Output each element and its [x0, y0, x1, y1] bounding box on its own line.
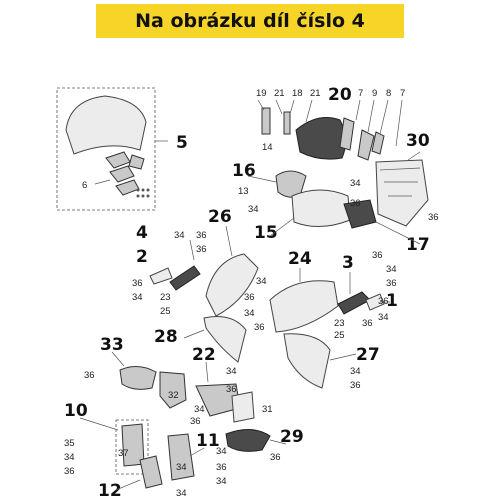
- callout-36q: 36: [216, 462, 227, 473]
- callout-34c: 34: [174, 230, 185, 241]
- callout-34m: 34: [216, 446, 227, 457]
- callout-36p: 36: [64, 466, 75, 477]
- callout-16: 16: [232, 161, 256, 181]
- callout-36r: 36: [270, 452, 281, 463]
- callout-13: 13: [238, 186, 249, 197]
- callout-12: 12: [98, 481, 122, 500]
- callout-34p: 34: [176, 462, 187, 473]
- callout-11: 11: [196, 431, 220, 451]
- lower-group-box: [115, 419, 149, 475]
- callout-34f: 34: [244, 308, 255, 319]
- callout-36i: 36: [386, 278, 397, 289]
- callout-24: 24: [288, 249, 312, 269]
- callout-31: 31: [262, 404, 273, 415]
- left-trim-part: [149, 267, 173, 285]
- callout-20: 20: [328, 85, 352, 105]
- callout-34k: 34: [194, 404, 205, 415]
- callout-36c: 36: [372, 250, 383, 261]
- callout-17: 17: [406, 235, 430, 255]
- callout-36d: 36: [196, 230, 207, 241]
- small-cover-part: [231, 391, 255, 423]
- callout-37: 37: [118, 448, 129, 459]
- left-panel-part-4: [169, 265, 201, 291]
- callout-1: 1: [386, 291, 398, 311]
- callout-7a: 7: [358, 88, 363, 99]
- callout-25b: 25: [334, 330, 345, 341]
- right-side-panel-part: [269, 280, 339, 333]
- callout-36a: 36: [350, 198, 361, 209]
- callout-34i: 34: [350, 366, 361, 377]
- right-panel-part: [337, 291, 371, 315]
- callout-15: 15: [254, 223, 278, 243]
- callout-25a: 25: [160, 306, 171, 317]
- callout-34b: 34: [350, 178, 361, 189]
- callout-29: 29: [280, 427, 304, 447]
- callout-5: 5: [176, 133, 188, 153]
- callout-26: 26: [208, 207, 232, 227]
- windshield-part: [65, 95, 147, 155]
- callout-23a: 23: [160, 292, 171, 303]
- callout-9: 9: [372, 88, 377, 99]
- callout-23b: 23: [334, 318, 345, 329]
- headlight-housing-part: [291, 189, 351, 227]
- headlight-cover-part: [295, 117, 346, 160]
- callout-2: 2: [136, 247, 148, 267]
- callout-32: 32: [168, 390, 179, 401]
- windshield-brackets-part: [105, 151, 145, 196]
- callout-36n: 36: [226, 384, 237, 395]
- inner-cover-part: [167, 433, 195, 481]
- windshield-screws: [136, 188, 150, 198]
- callout-21a: 21: [274, 88, 285, 99]
- callout-8: 8: [386, 88, 391, 99]
- callout-34l: 34: [64, 452, 75, 463]
- rear-mudguard-part: [225, 429, 271, 452]
- callout-27: 27: [356, 345, 380, 365]
- callout-3: 3: [342, 253, 354, 273]
- side-cover-part: [119, 366, 157, 390]
- inner-panel-part: [159, 371, 187, 409]
- callout-21b: 21: [310, 88, 321, 99]
- callout-6: 6: [82, 180, 87, 191]
- title-text: Na obrázku díl číslo 4: [135, 10, 365, 32]
- callout-19: 19: [256, 88, 267, 99]
- callout-36h: 36: [254, 322, 265, 333]
- side-brackets-part: [339, 117, 385, 161]
- floor-part: [139, 455, 163, 489]
- callout-18: 18: [292, 88, 303, 99]
- callout-34n: 34: [176, 488, 187, 499]
- front-frame-part: [375, 159, 429, 227]
- callout-36e: 36: [196, 244, 207, 255]
- callout-36k: 36: [362, 318, 373, 329]
- callout-35: 35: [64, 438, 75, 449]
- lower-left-panel-part: [203, 316, 247, 363]
- title-banner: Na obrázku díl číslo 4: [96, 4, 404, 38]
- callout-10: 10: [64, 401, 88, 421]
- left-side-panel-part: [205, 253, 259, 317]
- callout-14: 14: [262, 142, 273, 153]
- callout-28: 28: [154, 327, 178, 347]
- callout-36j: 36: [378, 296, 389, 307]
- callout-34a: 34: [248, 204, 259, 215]
- callout-4: 4: [136, 223, 148, 243]
- callout-34j: 34: [226, 366, 237, 377]
- callout-22: 22: [192, 345, 216, 365]
- callout-36l: 36: [350, 380, 361, 391]
- lower-right-panel-part: [283, 333, 331, 389]
- callout-34e: 34: [256, 276, 267, 287]
- callout-34h: 34: [378, 312, 389, 323]
- callout-36m: 36: [84, 370, 95, 381]
- callout-7b: 7: [400, 88, 405, 99]
- right-trim-part: [365, 293, 385, 311]
- mirror-stalks-part: [261, 107, 291, 135]
- callout-30: 30: [406, 131, 430, 151]
- callout-34d: 34: [132, 292, 143, 303]
- callout-36g: 36: [244, 292, 255, 303]
- callout-36o: 36: [190, 416, 201, 427]
- callout-36f: 36: [132, 278, 143, 289]
- callout-34g: 34: [386, 264, 397, 275]
- callout-36b: 36: [428, 212, 439, 223]
- callout-34o: 34: [216, 476, 227, 487]
- callout-33: 33: [100, 335, 124, 355]
